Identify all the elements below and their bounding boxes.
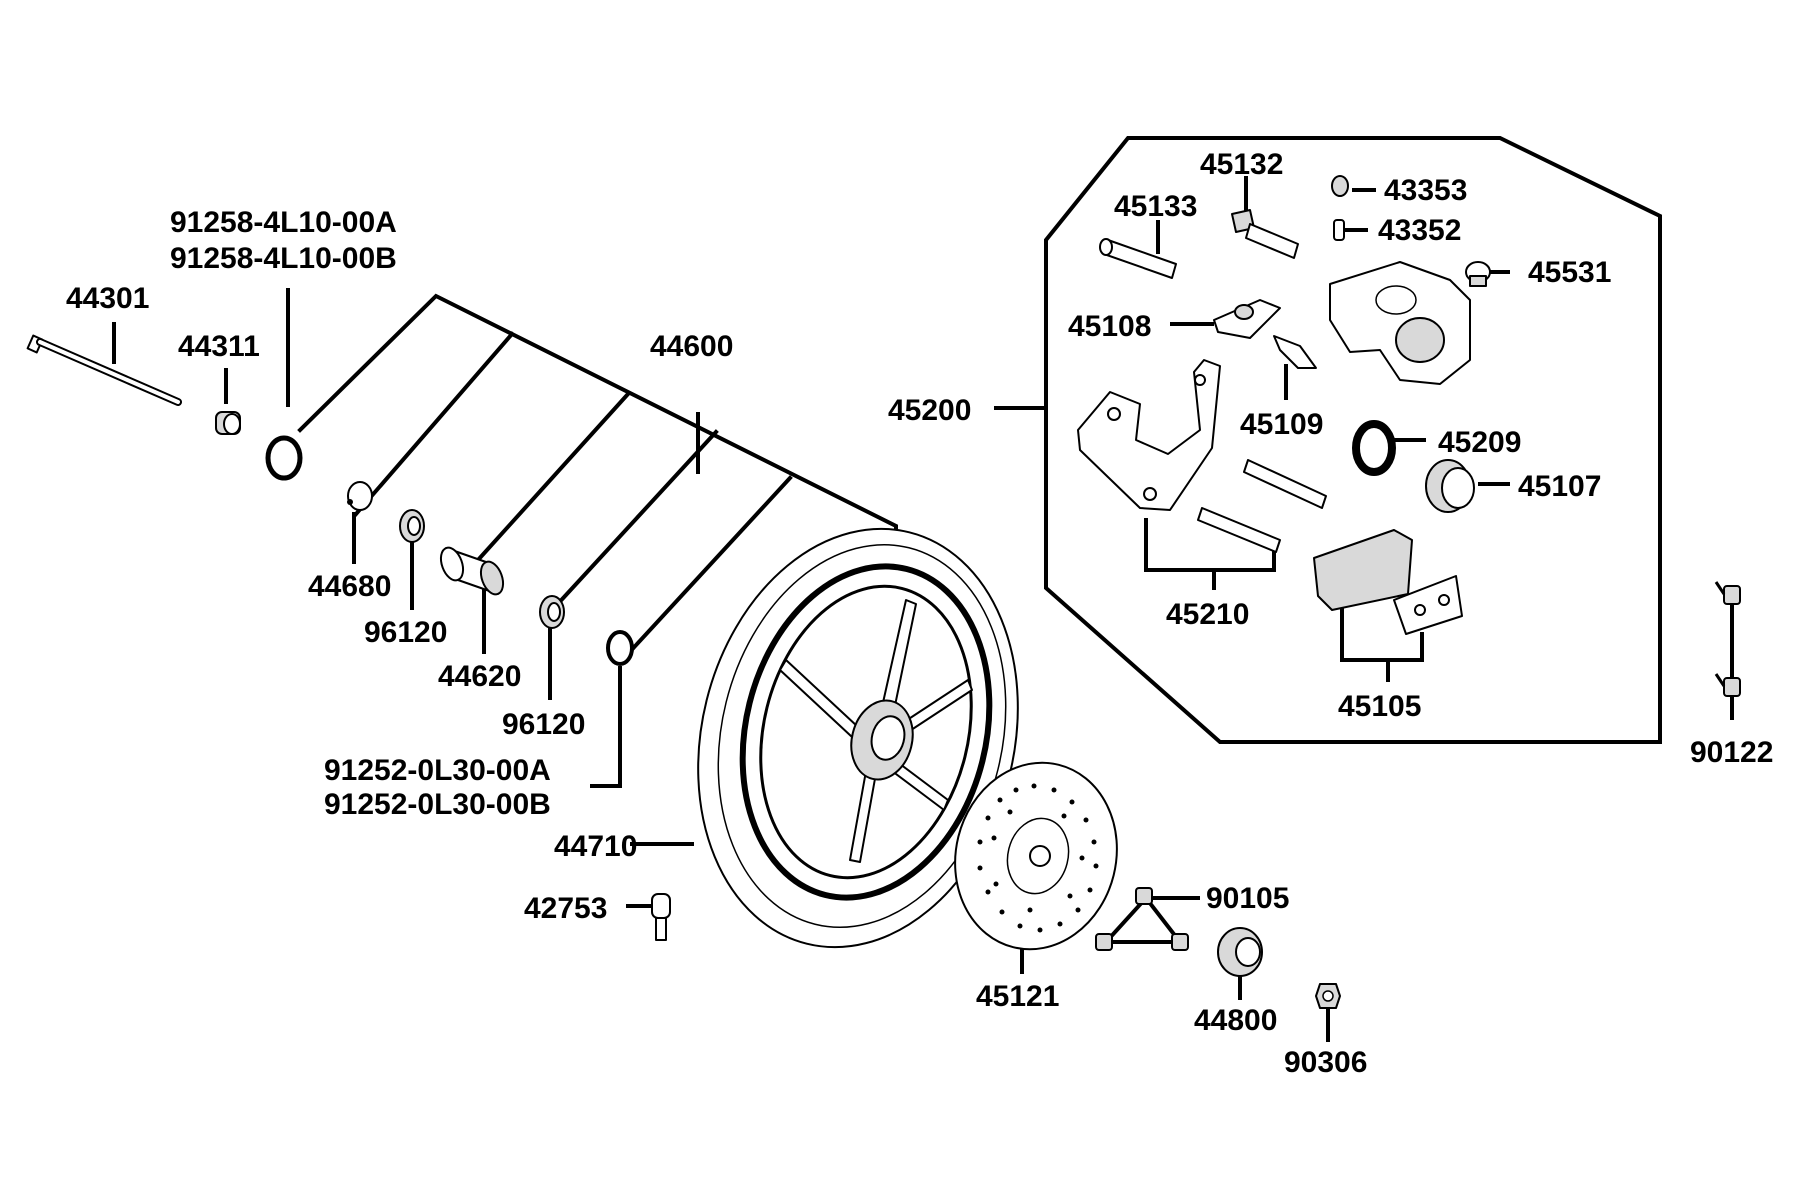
label-44301: 44301 xyxy=(66,282,149,315)
bearing-right-part xyxy=(539,595,565,629)
piston-45107 xyxy=(1425,459,1475,513)
dust-seal-part xyxy=(606,630,634,666)
side-collar-part xyxy=(1217,927,1263,977)
axle-nut-part xyxy=(1315,983,1341,1009)
caliper-assembly-outline xyxy=(1044,136,1662,744)
label-43353: 43353 xyxy=(1384,174,1467,207)
label-45200: 45200 xyxy=(888,394,971,427)
label-44800: 44800 xyxy=(1194,1004,1277,1037)
valve-part xyxy=(651,893,671,941)
label-43352: 43352 xyxy=(1378,214,1461,247)
caliper-bolt-45132 xyxy=(1231,209,1299,259)
label-45105: 45105 xyxy=(1338,690,1421,723)
label-45109: 45109 xyxy=(1240,408,1323,441)
brake-pads-45105 xyxy=(1313,529,1463,635)
caliper-pin-45133 xyxy=(1099,238,1177,279)
label-45531: 45531 xyxy=(1528,256,1611,289)
axle-part xyxy=(26,334,182,406)
label-90306: 90306 xyxy=(1284,1046,1367,1079)
pad-spring-45108 xyxy=(1213,299,1281,339)
label-45121: 45121 xyxy=(976,980,1059,1013)
label-44311: 44311 xyxy=(178,330,260,363)
label-96120a: 96120 xyxy=(364,616,447,649)
collar-part xyxy=(215,411,241,435)
label-45108: 45108 xyxy=(1068,310,1151,343)
part-labels: 44301 44311 91258-4L10-00A 91258-4L10-00… xyxy=(66,148,1773,1079)
label-44620: 44620 xyxy=(438,660,521,693)
leader-lines xyxy=(112,176,1734,1042)
label-96120b: 96120 xyxy=(502,708,585,741)
label-91252b: 91252-0L30-00B xyxy=(324,788,551,821)
label-42753: 42753 xyxy=(524,892,607,925)
bleeder-screw-43352 xyxy=(1333,219,1345,241)
label-45133: 45133 xyxy=(1114,190,1197,223)
seal-45209 xyxy=(1352,420,1396,476)
bleeder-cap-43353 xyxy=(1331,175,1349,197)
oil-seal-part xyxy=(265,435,303,481)
label-44600: 44600 xyxy=(650,330,733,363)
caliper-body-part xyxy=(1329,261,1471,385)
bearing-left-part xyxy=(399,509,425,543)
label-91252a: 91252-0L30-00A xyxy=(324,754,551,787)
spacer-part xyxy=(439,546,505,596)
slide-pins-45210 xyxy=(1197,459,1327,553)
disc-bolts-part xyxy=(1095,887,1189,951)
brake-disc-part xyxy=(954,761,1118,951)
plug-45531 xyxy=(1465,261,1491,287)
clip-45109 xyxy=(1273,335,1317,369)
caliper-bolts-90122 xyxy=(1714,581,1741,697)
label-45209: 45209 xyxy=(1438,426,1521,459)
label-45210: 45210 xyxy=(1166,598,1249,631)
label-90105: 90105 xyxy=(1206,882,1289,915)
label-45107: 45107 xyxy=(1518,470,1601,503)
label-44710: 44710 xyxy=(554,830,637,863)
label-44680: 44680 xyxy=(308,570,391,603)
label-91258b: 91258-4L10-00B xyxy=(170,242,397,275)
label-91258a: 91258-4L10-00A xyxy=(170,206,397,239)
retainer-part xyxy=(347,481,373,511)
label-45132: 45132 xyxy=(1200,148,1283,181)
wheel-tire-part xyxy=(697,527,1019,949)
label-90122: 90122 xyxy=(1690,736,1773,769)
bracket-part xyxy=(1077,359,1221,511)
